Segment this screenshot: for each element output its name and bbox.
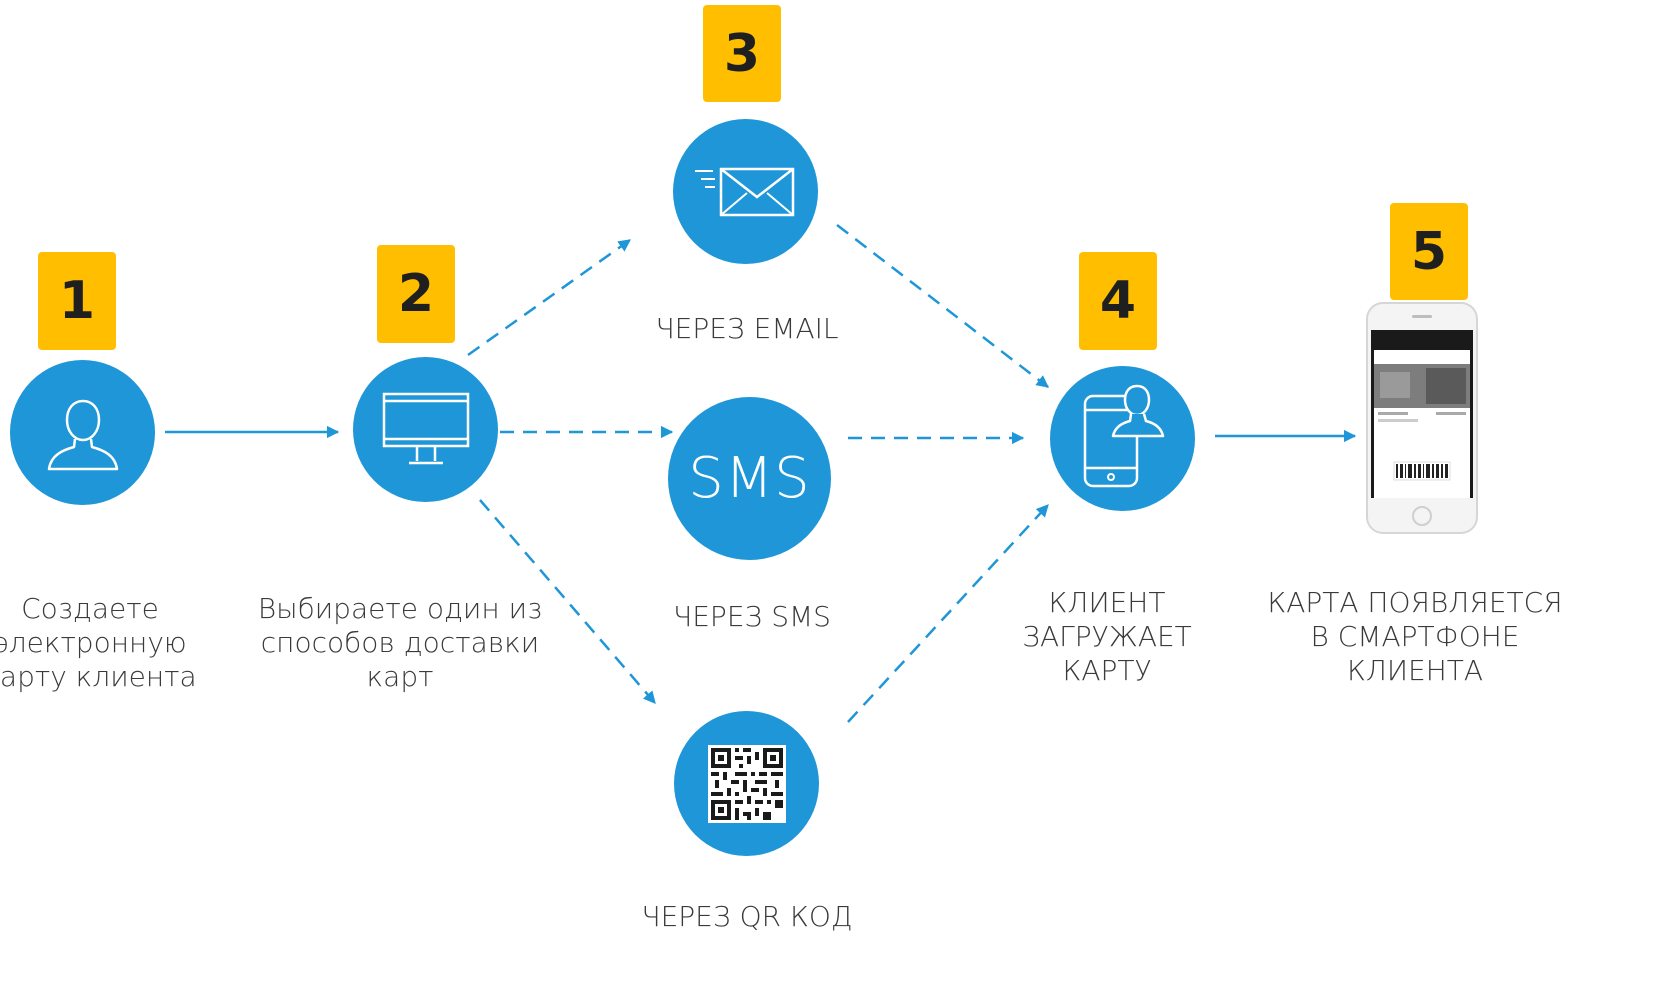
step-3-badge: 3 [703,5,781,102]
email-channel-label: ЧЕРЕЗ EMAIL [655,312,839,345]
step-5-badge: 5 [1390,203,1468,300]
step-1-badge: 1 [38,252,116,350]
arrow-email-to-4 [836,224,1049,388]
step-4-label: КЛИЕНТ ЗАГРУЖАЕТ КАРТУ [1022,586,1192,687]
step-1-circle [10,360,155,505]
step-4-badge: 4 [1079,252,1157,350]
qr-circle [674,711,819,856]
step-2-circle [353,357,498,502]
step-number: 4 [1099,271,1137,331]
step-4-circle [1050,366,1195,511]
step-number: 3 [723,23,761,84]
monitor-icon [382,392,469,464]
email-circle [673,119,818,264]
sms-channel-label: ЧЕРЕЗ SMS [673,600,831,633]
step-1-label: Создаете электронную карту клиента [0,592,197,693]
step-2-label: Выбираете один из способов доставки карт [257,592,543,693]
qr-channel-label: ЧЕРЕЗ QR КОД [641,900,853,933]
step-number: 1 [58,271,96,331]
step-number: 2 [397,264,435,324]
step-5-label: КАРТА ПОЯВЛЯЕТСЯ В СМАРТФОНЕ КЛИЕНТА [1267,586,1563,687]
step-number: 5 [1410,221,1448,282]
qr-code-icon [707,744,786,823]
step-2-badge: 2 [377,245,455,343]
arrow-qr-to-4 [847,504,1049,723]
smartphone-card-icon [1366,302,1478,534]
sms-icon: SMS [688,446,811,511]
phone-user-icon [1083,384,1164,487]
arrow-2-to-email [467,238,632,357]
user-icon [47,399,118,470]
envelope-icon [694,167,794,216]
sms-circle: SMS [668,397,831,560]
